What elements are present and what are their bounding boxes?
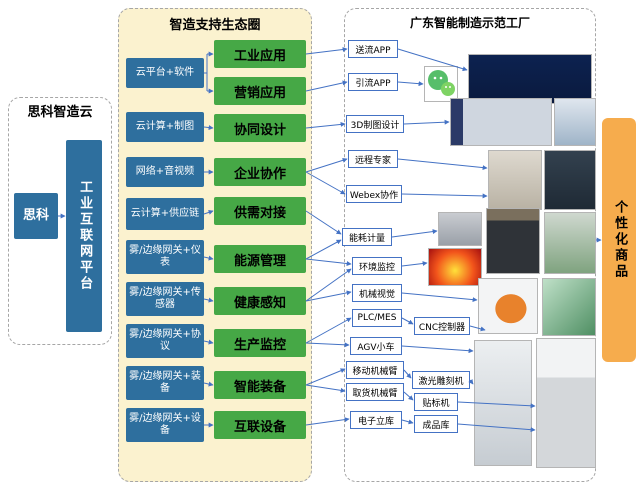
tech-box-network-av: 网络+音视频	[126, 157, 204, 187]
photo-dashboard-screenshot	[468, 54, 592, 104]
cisco-box: 思科	[14, 193, 58, 239]
factory-title: 广东智能制造示范工厂	[409, 16, 530, 30]
node-mobile-arm: 移动机械臂	[346, 361, 404, 379]
node-traffic-app: 引流APP	[348, 73, 398, 91]
capability-enterprise-collab: 企业协作	[214, 158, 306, 186]
node-remote-expert: 远程专家	[348, 150, 398, 168]
personalized-goods-box: 个性化商品	[602, 118, 636, 362]
tech-box-cloud-software: 云平台+软件	[126, 58, 204, 88]
node-machine-vision: 机械视觉	[352, 284, 402, 302]
node-agv: AGV小车	[350, 337, 402, 355]
tech-box-cloud-drawing: 云计算+制图	[126, 112, 204, 142]
capability-smart-equipment: 智能装备	[214, 371, 306, 399]
photo-production-line	[542, 278, 596, 336]
capability-connected-devices: 互联设备	[214, 411, 306, 439]
tech-box-gateway-meter: 雾/边缘网关+仪表	[126, 240, 204, 274]
node-push-app: 送流APP	[348, 40, 398, 58]
photo-edge-device	[486, 208, 540, 274]
node-env-monitoring: 环境监控	[352, 257, 402, 275]
capability-collab-design: 协同设计	[214, 114, 306, 142]
wechat-icon	[424, 66, 458, 102]
node-e-warehouse: 电子立库	[350, 411, 402, 429]
photo-remote-expert-2	[544, 150, 596, 210]
photo-energy-meter	[438, 212, 482, 246]
photo-robot-arm-orange	[478, 278, 538, 334]
node-plc-mes: PLC/MES	[352, 309, 402, 327]
node-labeler: 贴标机	[414, 393, 458, 411]
capability-energy-mgmt: 能源管理	[214, 245, 306, 273]
photo-equipment-rack	[544, 212, 596, 274]
capability-production-monitor: 生产监控	[214, 329, 306, 357]
cisco-cloud-title: 思科智造云	[27, 105, 93, 120]
capability-supply-demand: 供需对接	[214, 197, 306, 225]
node-finished-goods: 成品库	[414, 415, 458, 433]
tech-box-cloud-supplychain: 云计算+供应链	[126, 198, 204, 230]
photo-warehouse-machine	[536, 338, 596, 468]
node-picking-arm: 取货机械臂	[346, 383, 404, 401]
node-3d-design: 3D制图设计	[346, 115, 404, 133]
tech-box-gateway-equipment: 雾/边缘网关+装备	[126, 366, 204, 400]
wechat-icon-glyph	[428, 70, 455, 96]
node-webex: Webex协作	[346, 185, 402, 203]
photo-cad-screenshot	[450, 98, 552, 146]
capability-health-sensing: 健康感知	[214, 287, 306, 315]
photo-cad-thumbnail	[554, 98, 596, 146]
industrial-internet-platform-box: 工业互联网平台	[66, 140, 102, 332]
node-energy-metering: 能耗计量	[342, 228, 392, 246]
photo-machine-cell	[474, 340, 532, 466]
photo-remote-expert-1	[488, 150, 542, 210]
capability-industrial-apps: 工业应用	[214, 40, 306, 68]
ecosystem-title: 智造支持生态圈	[169, 18, 261, 33]
photo-thermal-image	[428, 248, 482, 286]
tech-box-gateway-sensor: 雾/边缘网关+传感器	[126, 282, 204, 316]
node-cnc-controller: CNC控制器	[414, 317, 470, 335]
capability-marketing-apps: 营销应用	[214, 77, 306, 105]
node-laser-engraver: 激光雕刻机	[412, 371, 470, 389]
tech-box-gateway-protocol: 雾/边缘网关+协议	[126, 324, 204, 358]
tech-box-gateway-device: 雾/边缘网关+设备	[126, 408, 204, 442]
